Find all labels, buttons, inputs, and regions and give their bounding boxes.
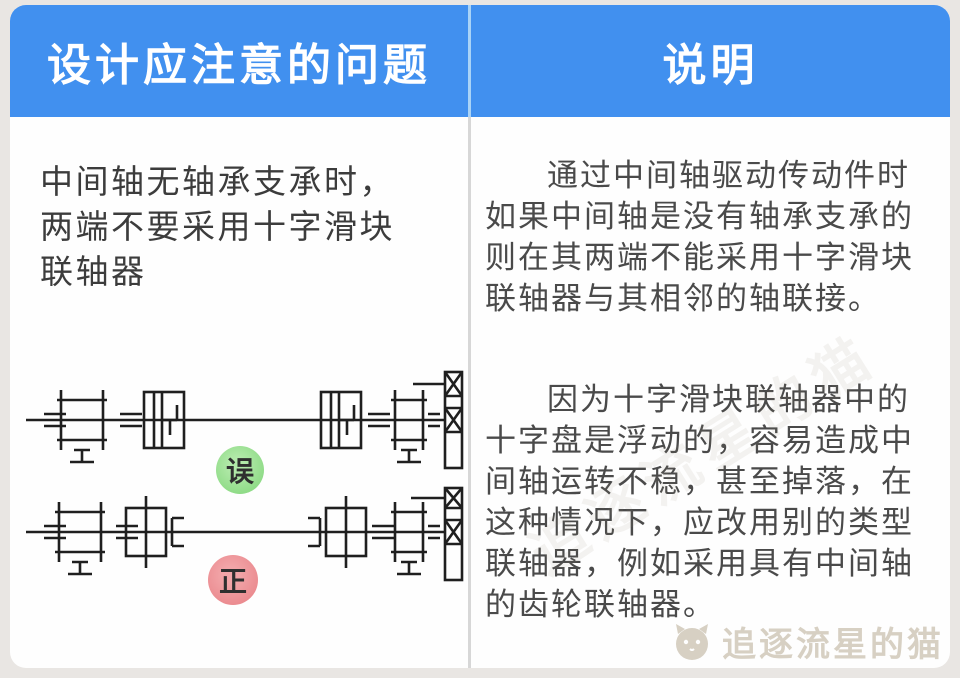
problem-column-body: 中间轴无轴承支承时，两端不要采用十字滑块联轴器	[10, 117, 468, 668]
watermark-text: 追逐流星的猫	[722, 626, 944, 664]
schematic-wrong-layout	[26, 370, 464, 470]
explanation-column-header: 说明	[471, 5, 950, 117]
correct-badge: 正	[208, 555, 258, 605]
wrong-badge: 误	[216, 446, 264, 494]
problem-title: 中间轴无轴承支承时，两端不要采用十字滑块联轴器	[40, 163, 395, 290]
table-card: 设计应注意的问题 中间轴无轴承支承时，两端不要采用十字滑块联轴器	[10, 5, 950, 668]
problem-column: 设计应注意的问题 中间轴无轴承支承时，两端不要采用十字滑块联轴器	[10, 5, 468, 668]
problem-header-label: 设计应注意的问题	[47, 41, 431, 90]
column-divider	[468, 5, 471, 668]
explanation-paragraph-1: 通过中间轴驱动传动件时如果中间轴是没有轴承支承的则在其两端不能采用十字滑块联轴器…	[485, 158, 914, 316]
wrong-badge-label: 误	[225, 456, 254, 487]
watermark: 追逐流星的猫	[670, 617, 944, 666]
problem-column-header: 设计应注意的问题	[10, 5, 468, 117]
explanation-column-body: 通过中间轴驱动传动件时如果中间轴是没有轴承支承的则在其两端不能采用十字滑块联轴器…	[471, 117, 950, 668]
explanation-column: 说明 通过中间轴驱动传动件时如果中间轴是没有轴承支承的则在其两端不能采用十字滑块…	[471, 5, 950, 668]
explanation-header-label: 说明	[662, 41, 759, 90]
cat-icon	[676, 623, 708, 660]
correct-badge-label: 正	[218, 566, 247, 597]
explanation-paragraph-2: 因为十字滑块联轴器中的十字盘是浮动的，容易造成中间轴运转不稳，甚至掉落，在这种情…	[485, 382, 914, 622]
schematic-correct-layout	[26, 486, 464, 582]
